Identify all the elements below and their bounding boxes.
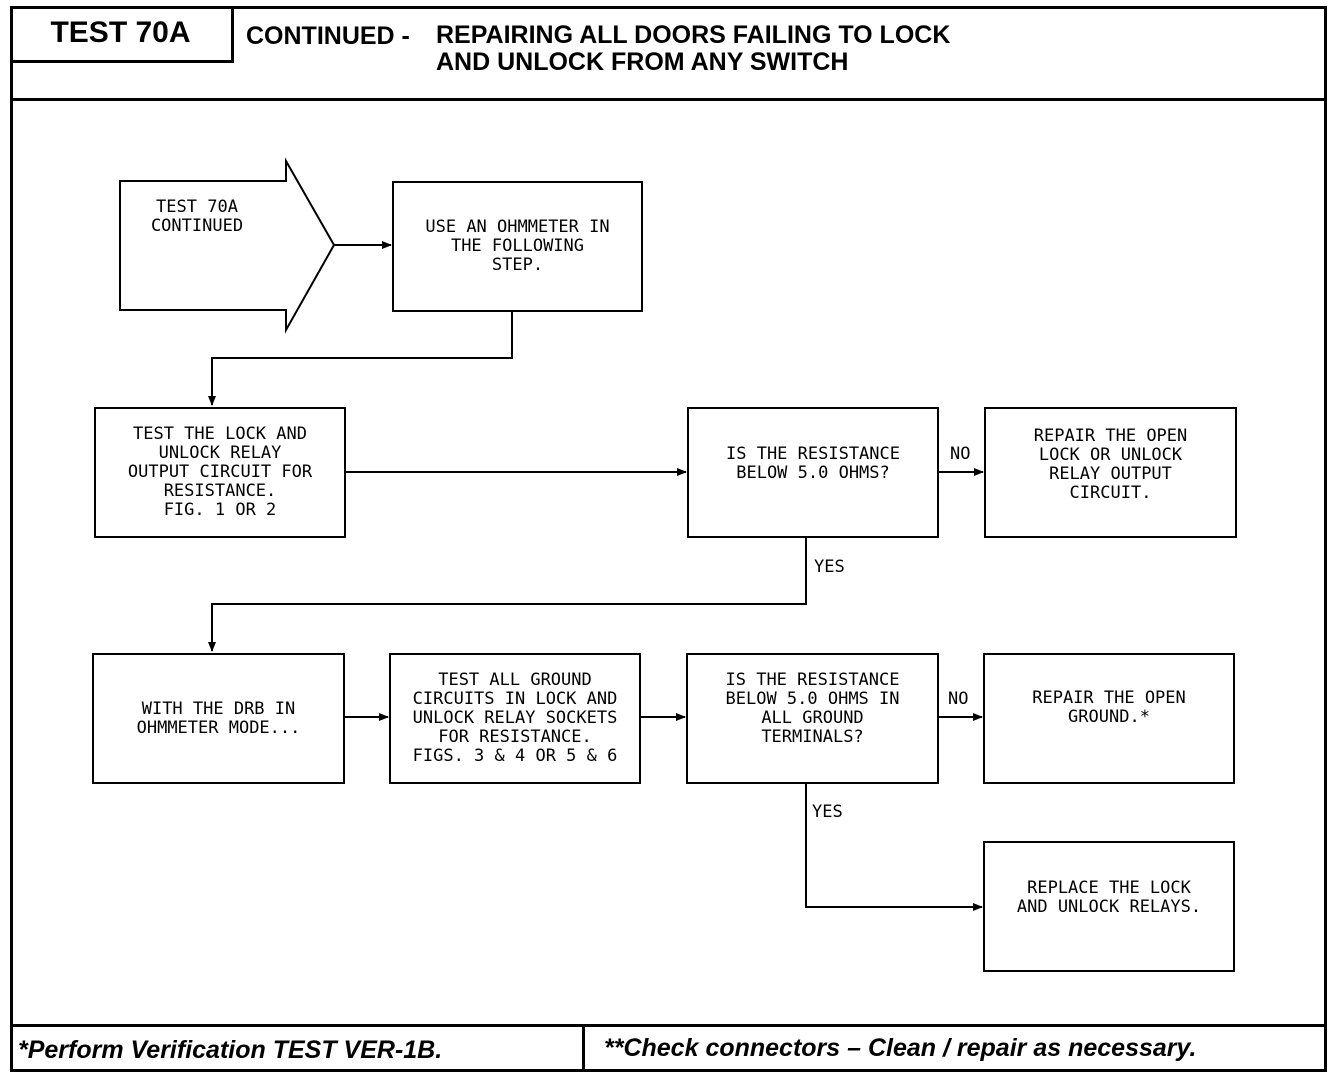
title-line-2: AND UNLOCK FROM ANY SWITCH bbox=[436, 48, 849, 76]
decision-1-box: IS THE RESISTANCE BELOW 5.0 OHMS? bbox=[687, 407, 939, 538]
title-prefix: CONTINUED - bbox=[246, 22, 410, 50]
decision-2-text: IS THE RESISTANCE BELOW 5.0 OHMS IN ALL … bbox=[725, 670, 900, 747]
connector-decision-2-yes bbox=[805, 783, 983, 911]
start-arrow-shape bbox=[119, 157, 336, 334]
repair-output-text: REPAIR THE OPEN LOCK OR UNLOCK RELAY OUT… bbox=[1033, 426, 1188, 503]
decision-1-text: IS THE RESISTANCE BELOW 5.0 OHMS? bbox=[726, 444, 900, 483]
footer-verification-note: *Perform Verification TEST VER-1B. bbox=[18, 1036, 443, 1064]
replace-relays-box: REPLACE THE LOCK AND UNLOCK RELAYS. bbox=[983, 841, 1235, 972]
repair-ground-box: REPAIR THE OPEN GROUND.* bbox=[983, 653, 1235, 784]
step-test-ground-box: TEST ALL GROUND CIRCUITS IN LOCK AND UNL… bbox=[389, 653, 641, 784]
decision-2-box: IS THE RESISTANCE BELOW 5.0 OHMS IN ALL … bbox=[686, 653, 939, 784]
step-test-output-box: TEST THE LOCK AND UNLOCK RELAY OUTPUT CI… bbox=[94, 407, 346, 538]
step-test-output-text: TEST THE LOCK AND UNLOCK RELAY OUTPUT CI… bbox=[127, 424, 313, 520]
step-drb-box: WITH THE DRB IN OHMMETER MODE... bbox=[92, 653, 345, 784]
step-drb-text: WITH THE DRB IN OHMMETER MODE... bbox=[136, 698, 301, 738]
step-test-ground-text: TEST ALL GROUND CIRCUITS IN LOCK AND UNL… bbox=[412, 670, 618, 766]
label-no-1: NO bbox=[950, 444, 971, 464]
step-ohmmeter-text: USE AN OHMMETER IN THE FOLLOWING STEP. bbox=[425, 217, 610, 275]
header-divider bbox=[10, 98, 1327, 101]
test-id-label: TEST 70A bbox=[10, 6, 234, 63]
page-frame bbox=[10, 6, 1327, 1072]
label-no-2: NO bbox=[948, 689, 969, 709]
step-ohmmeter-box: USE AN OHMMETER IN THE FOLLOWING STEP. bbox=[392, 181, 643, 312]
title-line-1: REPAIRING ALL DOORS FAILING TO LOCK bbox=[436, 21, 951, 49]
repair-ground-text: REPAIR THE OPEN GROUND.* bbox=[1032, 688, 1186, 727]
repair-output-box: REPAIR THE OPEN LOCK OR UNLOCK RELAY OUT… bbox=[984, 407, 1237, 538]
connector-ohmmeter-to-test-output bbox=[208, 312, 513, 406]
label-yes-2: YES bbox=[812, 802, 843, 822]
connector-decision-1-yes bbox=[208, 538, 807, 652]
start-node-text: TEST 70A CONTINUED bbox=[150, 197, 244, 236]
page-title: REPAIRING ALL DOORS FAILING TO LOCK AND … bbox=[436, 22, 950, 76]
label-yes-1: YES bbox=[814, 557, 845, 577]
footer-divider bbox=[10, 1024, 1327, 1027]
footer-column-divider bbox=[582, 1024, 585, 1072]
replace-relays-text: REPLACE THE LOCK AND UNLOCK RELAYS. bbox=[1016, 878, 1202, 917]
footer-connector-note: **Check connectors – Clean / repair as n… bbox=[604, 1034, 1197, 1062]
